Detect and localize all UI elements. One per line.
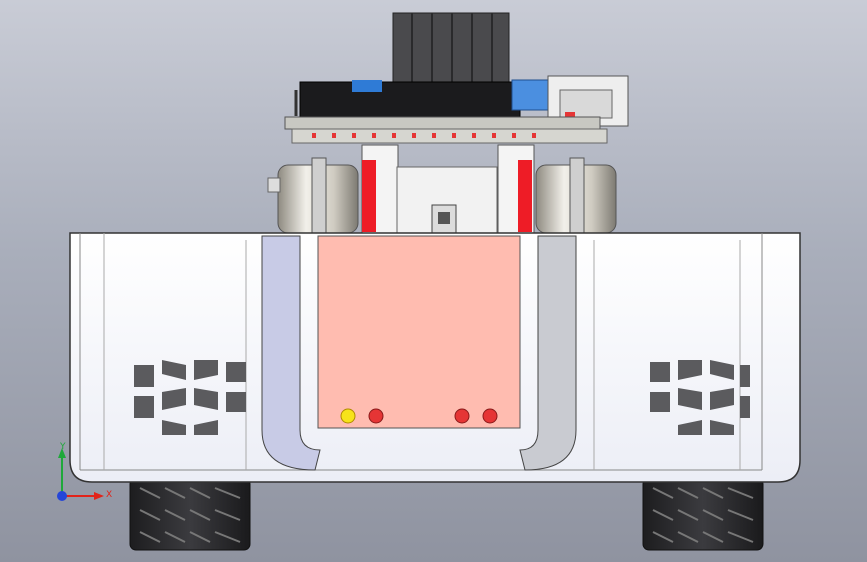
y-axis-label: Y <box>60 442 66 452</box>
motor-left <box>267 157 359 234</box>
coordinate-triad: Y X <box>50 440 120 510</box>
channel-right <box>519 235 577 471</box>
pcb <box>284 116 608 144</box>
channel-left <box>261 235 321 471</box>
tread-window-left <box>134 360 246 435</box>
motor-right <box>535 157 617 234</box>
wheel-left <box>129 477 251 551</box>
led-4 <box>482 408 498 424</box>
led-2 <box>368 408 384 424</box>
tread-window-right <box>650 360 750 435</box>
wheel-right <box>642 477 764 551</box>
led-3 <box>454 408 470 424</box>
heatsink <box>392 12 510 96</box>
x-axis-label: X <box>106 490 113 500</box>
center-block <box>396 166 498 236</box>
mount-right <box>497 144 535 236</box>
led-1 <box>340 408 356 424</box>
mount-left <box>361 144 399 236</box>
center-panel <box>317 235 521 429</box>
